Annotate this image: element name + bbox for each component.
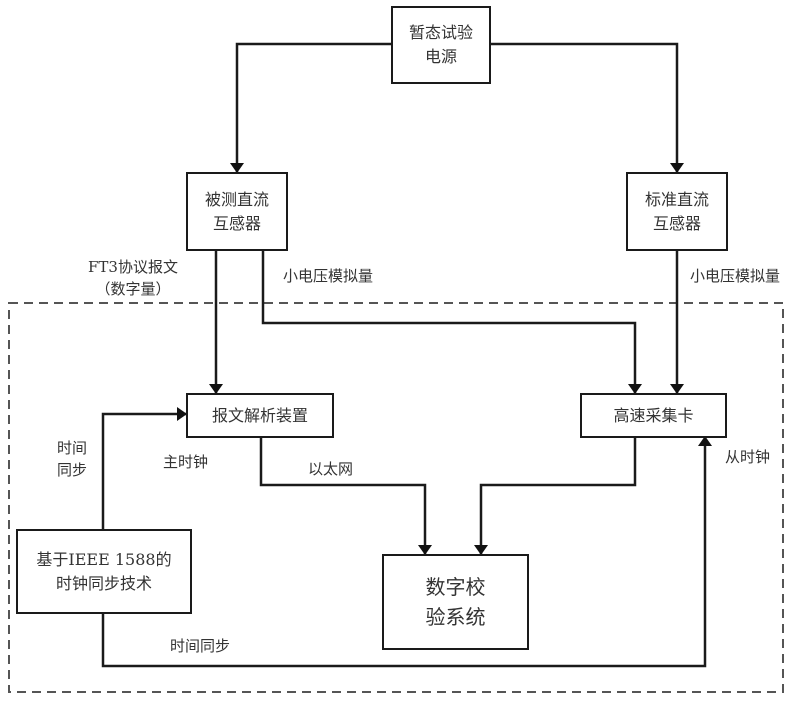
box-text: 被测直流 <box>204 189 269 209</box>
label-analog-right: 小电压模拟量 <box>690 267 781 285</box>
label-master-clock: 主时钟 <box>163 453 209 471</box>
label-ethernet: 以太网 <box>308 460 354 478</box>
label-time-sync-bottom: 时间同步 <box>170 637 231 655</box>
edge-ieee-to-parser <box>101 407 187 530</box>
box-text: 高速采集卡 <box>613 405 694 425</box>
box-text: 暂态试验 <box>408 23 473 42</box>
system-boundary <box>8 302 784 693</box>
box-text: 互感器 <box>652 213 701 233</box>
label-ft3-line2: （数字量） <box>95 280 171 298</box>
box-standard-dc-sensor: 标准直流互感器 <box>626 172 728 251</box>
box-text: 数字校 <box>425 575 486 599</box>
box-ieee1588-clock-sync: 基于IEEE 1588的时钟同步技术 <box>16 529 192 614</box>
edge-source-to-std <box>490 42 684 173</box>
box-transient-test-source: 暂态试验电源 <box>391 6 491 84</box>
edge-parser-to-digital <box>259 437 432 555</box>
edge-ieee-to-acq <box>101 436 712 668</box>
box-text: 互感器 <box>212 213 261 233</box>
edge-source-to-dut <box>230 42 392 173</box>
box-dut-dc-sensor: 被测直流互感器 <box>186 172 288 251</box>
label-slave-clock: 从时钟 <box>725 448 771 466</box>
edge-acq-to-digital <box>474 437 637 555</box>
edge-dut-to-acq <box>261 250 642 394</box>
label-time-sync-left-1: 时间 <box>57 439 88 457</box>
label-analog-left: 小电压模拟量 <box>283 267 374 285</box>
box-text: 报文解析装置 <box>211 405 308 425</box>
label-ft3-message: FT3协议报文 （数字量） <box>78 256 188 300</box>
box-text: 验系统 <box>425 605 486 629</box>
box-digital-calibration-system: 数字校验系统 <box>382 554 529 650</box>
box-text: 电源 <box>424 47 457 66</box>
label-time-sync-left-2: 同步 <box>57 461 88 479</box>
label-time-sync-left: 时间 同步 <box>57 437 87 481</box>
box-message-parser: 报文解析装置 <box>186 393 334 438</box>
label-ft3-line1: FT3协议报文 <box>88 258 178 276</box>
box-text: 时钟同步技术 <box>55 573 152 593</box>
box-text: 基于IEEE 1588的 <box>36 549 172 569</box>
box-high-speed-acq-card: 高速采集卡 <box>580 393 727 438</box>
box-text: 标准直流 <box>644 189 709 209</box>
